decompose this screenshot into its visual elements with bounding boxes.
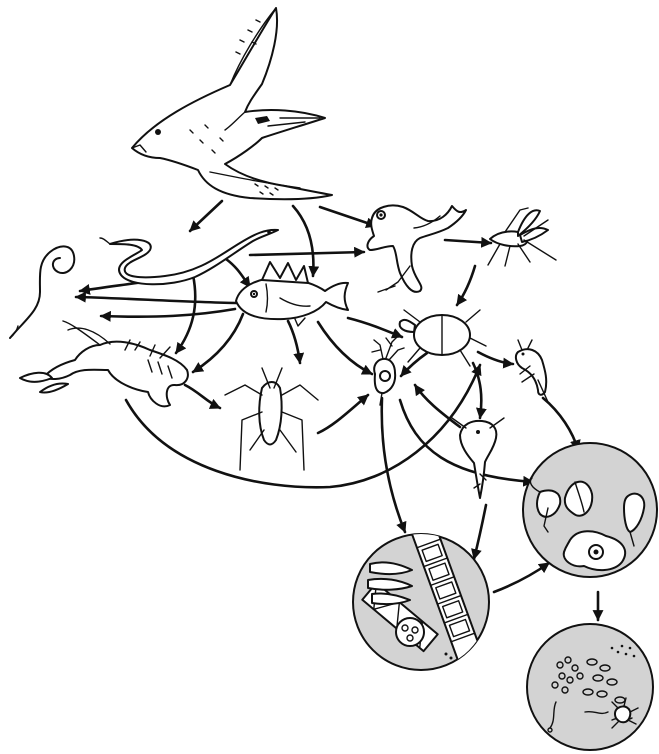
bacteria-disc-icon (527, 624, 653, 750)
arrow-falcon-to-snake (190, 201, 222, 231)
algae-disc-icon (353, 520, 489, 670)
copepod-icon (452, 418, 504, 498)
arrow-fish-to-hydra (318, 322, 372, 374)
mosquito-icon (488, 208, 556, 266)
arrow-shrimp-to-protozoa (543, 398, 578, 450)
arrow-fish-to-worm (76, 297, 236, 303)
arrow-fish-to-crayfish-back (101, 309, 235, 317)
falcon-icon (132, 8, 332, 199)
crayfish-icon (20, 321, 188, 406)
water-strider-icon (225, 368, 318, 470)
arrow-mosquito-to-beetle (457, 266, 475, 305)
shrimp-icon (516, 340, 548, 402)
worm-icon (10, 246, 74, 338)
arrow-crayfish-to-strider (185, 385, 220, 408)
arrow-beetle-to-shrimp (478, 352, 513, 364)
arrow-copepod-to-hydra (415, 385, 460, 427)
arrow-hydra-to-algae (382, 398, 405, 532)
arrow-beetle-to-hydra (401, 353, 427, 376)
arrow-falcon-to-frog (320, 207, 376, 226)
fish-icon (236, 262, 348, 326)
arrow-fish-to-beetle (348, 318, 402, 337)
feeding-arrows (76, 201, 598, 620)
water-beetle-icon (400, 310, 486, 366)
arrow-beetle-to-copepod (473, 363, 481, 418)
arrow-snake-to-fish (226, 259, 250, 287)
frog-icon (367, 205, 466, 292)
arrow-frog-to-mosquito (445, 240, 491, 243)
arrow-strider-to-hydra (318, 395, 368, 433)
arrow-fish-to-water-strider (288, 321, 300, 363)
hydra-icon (372, 336, 404, 405)
protozoa-disc-icon (523, 443, 657, 577)
arrow-copepod-to-algae (474, 505, 486, 559)
arrow-snake-to-frog (250, 252, 364, 255)
arrow-algae-to-protozoa (494, 563, 549, 592)
snake-icon (100, 230, 278, 284)
arrow-fish-to-crayfish (193, 314, 243, 372)
